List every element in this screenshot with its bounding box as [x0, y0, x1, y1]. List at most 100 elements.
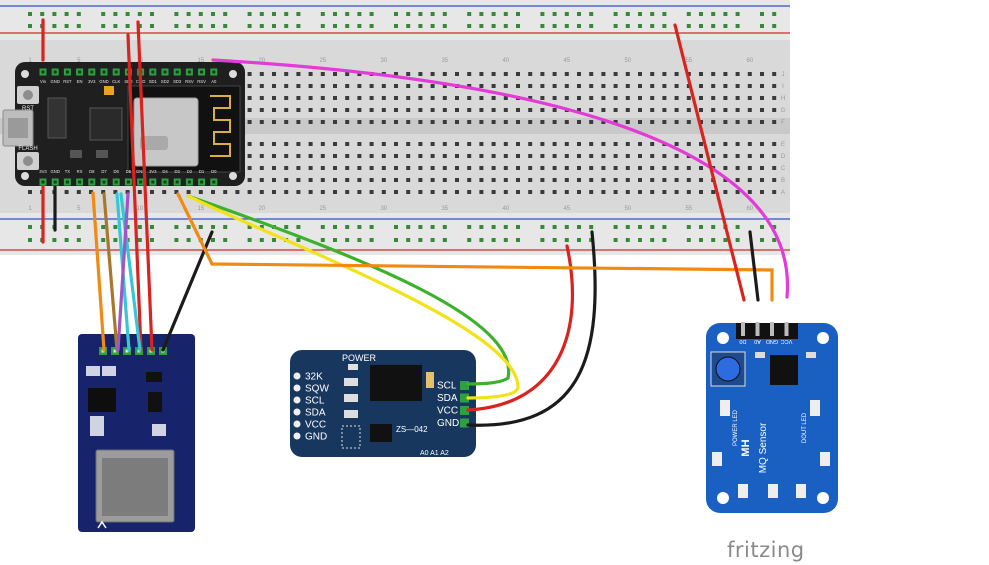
breadboard-hole[interactable]	[394, 84, 398, 88]
breadboard-hole[interactable]	[381, 108, 386, 112]
breadboard-hole[interactable]	[625, 190, 630, 194]
breadboard-hole[interactable]	[442, 142, 447, 146]
breadboard-hole[interactable]	[333, 154, 337, 158]
breadboard-hole[interactable]	[528, 120, 533, 124]
breadboard-hole[interactable]	[699, 108, 703, 112]
breadboard-hole[interactable]	[516, 166, 520, 170]
power-rail-hole[interactable]	[589, 24, 594, 28]
breadboard-hole[interactable]	[345, 166, 350, 170]
breadboard-hole[interactable]	[674, 142, 679, 146]
power-rail-hole[interactable]	[564, 24, 569, 28]
wire-magenta[interactable]	[211, 58, 790, 299]
breadboard-hole[interactable]	[247, 84, 252, 88]
power-rail-hole[interactable]	[711, 225, 716, 229]
breadboard-hole[interactable]	[442, 108, 447, 112]
power-rail-hole[interactable]	[711, 12, 716, 16]
breadboard-hole[interactable]	[320, 154, 325, 158]
power-rail-hole[interactable]	[577, 12, 581, 16]
power-rail-hole[interactable]	[272, 24, 276, 28]
breadboard-hole[interactable]	[772, 190, 777, 194]
breadboard-hole[interactable]	[760, 178, 764, 182]
power-rail-hole[interactable]	[650, 24, 655, 28]
breadboard-hole[interactable]	[564, 120, 569, 124]
power-rail-hole[interactable]	[247, 225, 252, 229]
power-rail-hole[interactable]	[772, 12, 777, 16]
breadboard-hole[interactable]	[772, 72, 777, 76]
breadboard-hole[interactable]	[381, 154, 386, 158]
breadboard-hole[interactable]	[674, 178, 679, 182]
power-rail-hole[interactable]	[28, 238, 32, 242]
breadboard-hole[interactable]	[333, 166, 337, 170]
breadboard-hole[interactable]	[638, 108, 642, 112]
power-rail-hole[interactable]	[564, 225, 569, 229]
power-rail-hole[interactable]	[625, 238, 630, 242]
breadboard-hole[interactable]	[650, 154, 655, 158]
breadboard-hole[interactable]	[467, 84, 472, 88]
power-rail-hole[interactable]	[662, 238, 667, 242]
power-rail-hole[interactable]	[516, 12, 520, 16]
breadboard-hole[interactable]	[686, 190, 691, 194]
breadboard-hole[interactable]	[516, 72, 520, 76]
breadboard-hole[interactable]	[430, 72, 435, 76]
breadboard-hole[interactable]	[369, 120, 374, 124]
breadboard-hole[interactable]	[455, 72, 459, 76]
power-rail-hole[interactable]	[259, 12, 264, 16]
power-rail-hole[interactable]	[28, 225, 32, 229]
breadboard-hole[interactable]	[711, 142, 716, 146]
breadboard-hole[interactable]	[406, 190, 411, 194]
breadboard-hole[interactable]	[272, 108, 276, 112]
breadboard-hole[interactable]	[516, 142, 520, 146]
power-rail-hole[interactable]	[76, 225, 81, 229]
breadboard-hole[interactable]	[64, 190, 69, 194]
breadboard-hole[interactable]	[735, 120, 740, 124]
power-rail-hole[interactable]	[357, 238, 362, 242]
breadboard-hole[interactable]	[467, 72, 472, 76]
breadboard-hole[interactable]	[674, 96, 679, 100]
power-rail-hole[interactable]	[772, 238, 777, 242]
breadboard-hole[interactable]	[747, 72, 752, 76]
breadboard-hole[interactable]	[418, 154, 423, 158]
breadboard-hole[interactable]	[589, 142, 594, 146]
breadboard-hole[interactable]	[381, 178, 386, 182]
breadboard-hole[interactable]	[772, 178, 777, 182]
breadboard-hole[interactable]	[296, 142, 301, 146]
breadboard-hole[interactable]	[540, 84, 545, 88]
breadboard-hole[interactable]	[345, 72, 350, 76]
power-rail-hole[interactable]	[650, 238, 655, 242]
breadboard-hole[interactable]	[528, 142, 533, 146]
breadboard-hole[interactable]	[150, 190, 154, 194]
breadboard-hole[interactable]	[369, 154, 374, 158]
breadboard-hole[interactable]	[650, 72, 655, 76]
breadboard-hole[interactable]	[601, 120, 606, 124]
breadboard-hole[interactable]	[638, 96, 642, 100]
breadboard-hole[interactable]	[735, 96, 740, 100]
breadboard-hole[interactable]	[686, 178, 691, 182]
breadboard-hole[interactable]	[552, 178, 557, 182]
breadboard-hole[interactable]	[711, 72, 716, 76]
rtc-pin[interactable]	[293, 408, 301, 416]
breadboard-hole[interactable]	[638, 178, 642, 182]
power-rail-hole[interactable]	[772, 225, 777, 229]
breadboard-hole[interactable]	[394, 190, 398, 194]
breadboard-hole[interactable]	[528, 166, 533, 170]
power-rail-hole[interactable]	[223, 225, 228, 229]
breadboard-hole[interactable]	[735, 154, 740, 158]
power-rail-hole[interactable]	[418, 225, 423, 229]
power-rail-hole[interactable]	[442, 238, 447, 242]
power-rail-hole[interactable]	[479, 12, 484, 16]
breadboard-hole[interactable]	[552, 190, 557, 194]
breadboard-hole[interactable]	[259, 96, 264, 100]
breadboard-hole[interactable]	[711, 120, 716, 124]
breadboard-hole[interactable]	[430, 166, 435, 170]
breadboard-hole[interactable]	[699, 142, 703, 146]
breadboard-hole[interactable]	[418, 84, 423, 88]
breadboard-hole[interactable]	[662, 96, 667, 100]
power-rail-hole[interactable]	[101, 238, 106, 242]
breadboard-hole[interactable]	[723, 154, 728, 158]
power-rail-hole[interactable]	[113, 12, 118, 16]
power-rail-hole[interactable]	[198, 225, 203, 229]
breadboard-hole[interactable]	[381, 190, 386, 194]
power-rail-hole[interactable]	[638, 225, 642, 229]
breadboard-hole[interactable]	[284, 72, 289, 76]
breadboard-hole[interactable]	[552, 166, 557, 170]
